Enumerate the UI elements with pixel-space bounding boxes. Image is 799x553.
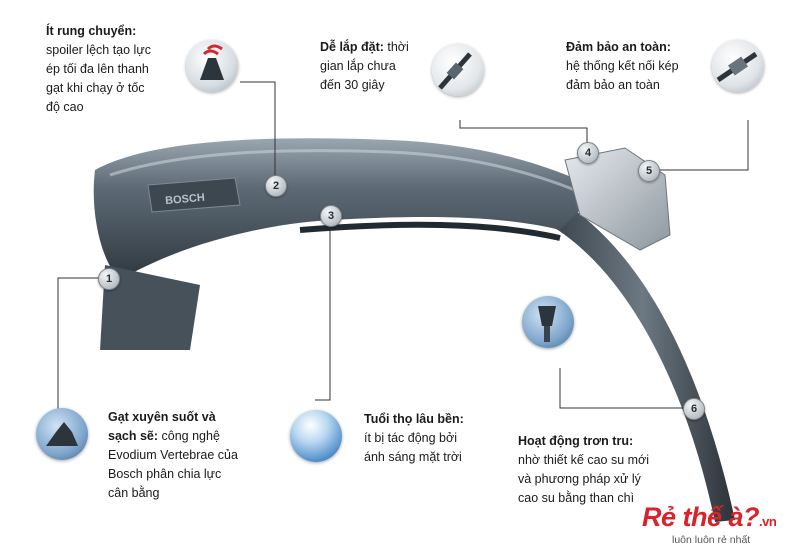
rubber-edge-icon <box>522 296 574 348</box>
spoiler-airflow-icon <box>186 40 238 92</box>
feature-1-clean-wipe: Gạt xuyên suốt và sạch sẽ: công nghệ Evo… <box>108 408 268 503</box>
feature-3-durability: Tuổi thọ lâu bền: ít bị tác động bởi ánh… <box>364 410 504 467</box>
blade-spoiler <box>93 138 600 280</box>
marker-1: 1 <box>98 268 120 290</box>
feature-2-low-vibration: Ít rung chuyển: spoiler lệch tạo lực ép … <box>46 22 186 117</box>
blade-logo: BOSCH <box>165 192 206 207</box>
marker-4: 4 <box>577 142 599 164</box>
marker-6: 6 <box>683 398 705 420</box>
feature-title: Tuổi thọ lâu bền: <box>364 412 464 426</box>
brand-name: Rẻ thế à? <box>642 502 760 532</box>
feature-4-easy-install: Dễ lắp đặt: thời gian lắp chưa đến 30 gi… <box>320 40 409 92</box>
feature-6-smooth: Hoạt động trơn tru: nhờ thiết kế cao su … <box>518 432 688 508</box>
dual-connector-icon <box>712 40 764 92</box>
sun-sky-icon <box>290 410 342 462</box>
blade-end-cap <box>100 265 200 350</box>
marker-5: 5 <box>638 160 660 182</box>
clip-adapter-icon <box>432 44 484 96</box>
marker-3: 3 <box>320 205 342 227</box>
feature-title: Dễ lắp đặt: <box>320 40 384 54</box>
marker-2: 2 <box>265 175 287 197</box>
brand-tld: .vn <box>759 514 777 529</box>
brand-slogan: luôn luôn rẻ nhất <box>672 534 751 546</box>
feature-title: Ít rung chuyển: <box>46 24 137 38</box>
vertebrae-icon <box>36 408 88 460</box>
blade-tail <box>550 200 735 522</box>
brand-logo: Rẻ thế à?.vn luôn luôn rẻ nhất <box>642 502 796 550</box>
feature-title: Gạt xuyên suốt và <box>108 410 216 424</box>
feature-title: Hoạt động trơn tru: <box>518 434 634 448</box>
feature-title: Đảm bảo an toàn: <box>566 40 671 54</box>
feature-5-safety: Đảm bảo an toàn: hệ thống kết nối kép đả… <box>566 38 706 95</box>
